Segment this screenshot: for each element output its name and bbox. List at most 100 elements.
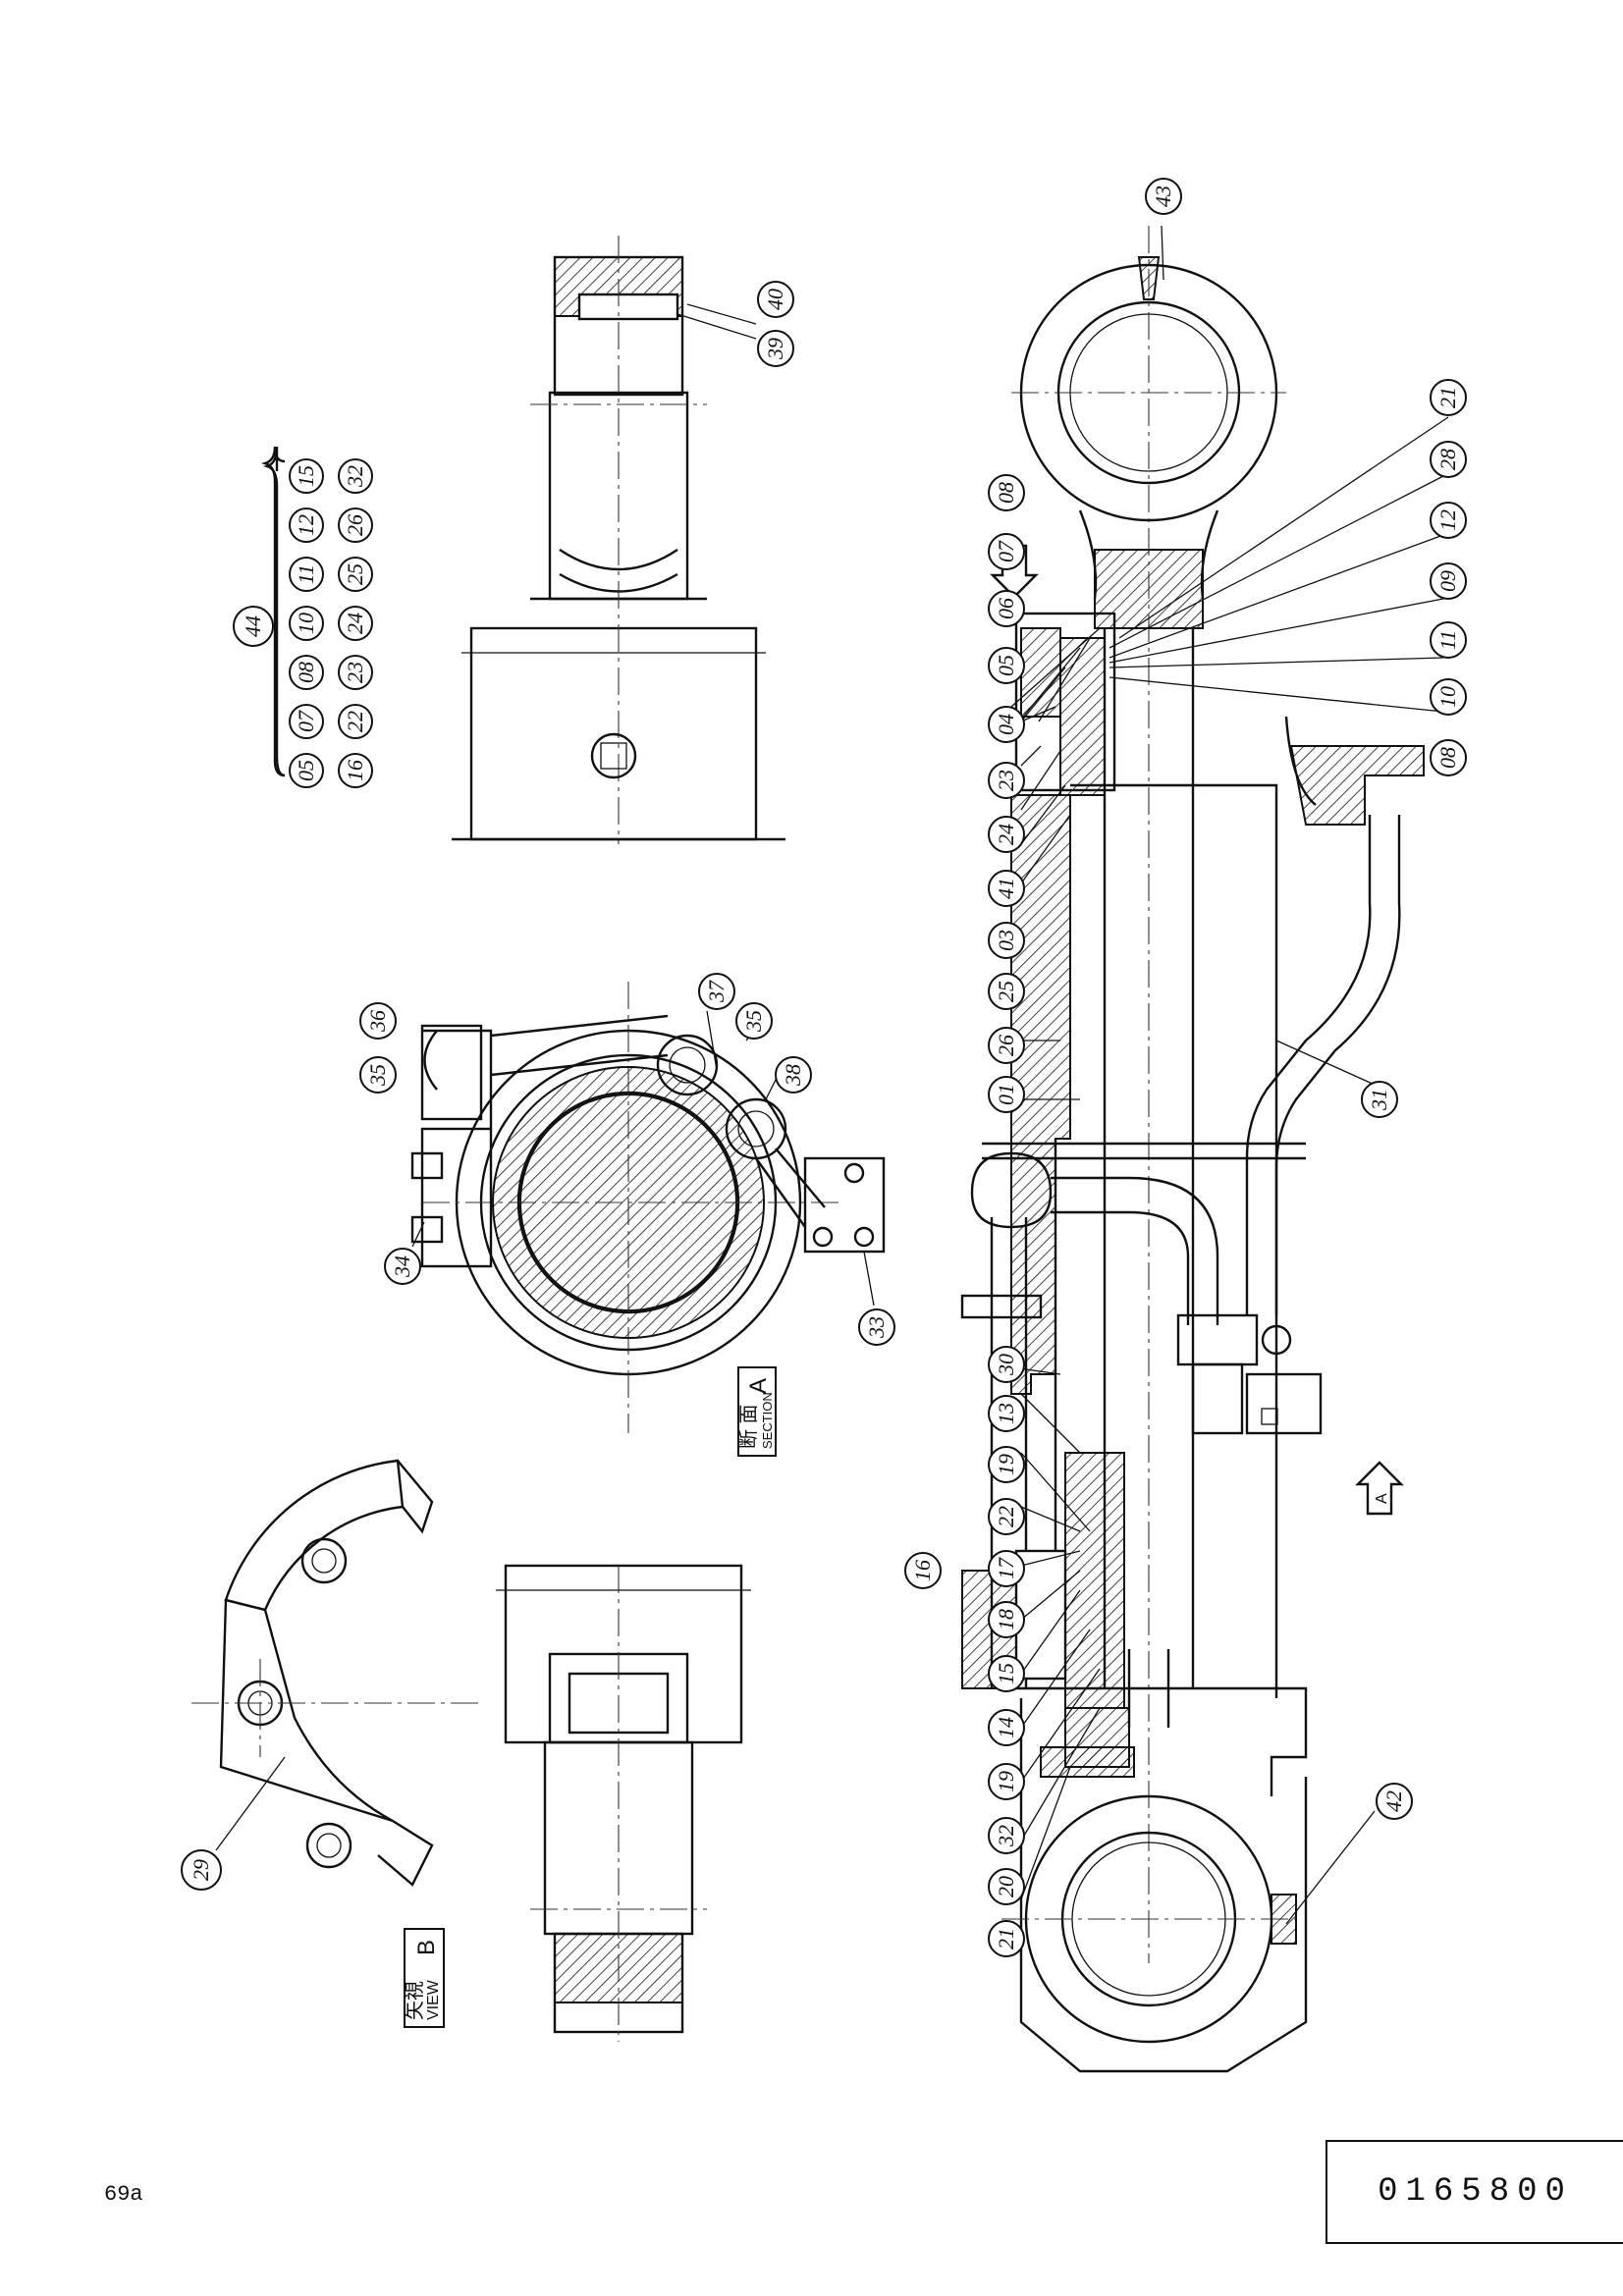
svg-text:19: 19	[994, 1771, 1018, 1792]
callout-21-top: 21	[1430, 379, 1467, 416]
callout-15: 15	[988, 1655, 1025, 1692]
svg-text:15: 15	[294, 465, 318, 487]
callout-04: 04	[988, 706, 1025, 743]
callout-17: 17	[988, 1550, 1025, 1587]
svg-text:34: 34	[390, 1255, 414, 1278]
svg-text:42: 42	[1381, 1790, 1406, 1812]
section-a-view	[410, 982, 886, 1433]
svg-text:07: 07	[294, 710, 318, 732]
view-b-caption: 矢視 VIEW B	[404, 1928, 445, 2028]
svg-text:30: 30	[994, 1354, 1018, 1376]
callout-21: 21	[988, 1920, 1025, 1957]
svg-text:22: 22	[343, 711, 367, 732]
svg-text:41: 41	[994, 878, 1018, 899]
callout-11: 11	[1430, 621, 1467, 659]
callout-19: 19	[988, 1446, 1025, 1483]
view-b-top	[452, 236, 785, 844]
svg-text:11: 11	[294, 564, 318, 584]
callout-03: 03	[988, 922, 1025, 959]
callout-07: 07	[988, 533, 1025, 570]
svg-text:13: 13	[994, 1403, 1018, 1424]
callout-24: 24	[988, 816, 1025, 853]
callout-18: 18	[988, 1601, 1025, 1638]
svg-text:40: 40	[763, 289, 787, 310]
page-reference: 69a	[104, 2182, 143, 2207]
svg-text:39: 39	[763, 338, 787, 360]
svg-text:26: 26	[343, 514, 367, 536]
svg-text:08: 08	[994, 482, 1018, 504]
svg-text:19: 19	[994, 1454, 1018, 1475]
svg-text:35: 35	[365, 1064, 390, 1087]
section-a-caption: 断 面 SECTION A	[737, 1366, 777, 1457]
svg-text:B: B	[413, 1940, 440, 1955]
svg-text:06: 06	[994, 598, 1018, 619]
svg-text:11: 11	[1435, 630, 1460, 650]
svg-text:07: 07	[994, 540, 1018, 562]
svg-text:VIEW: VIEW	[425, 1979, 442, 2020]
callout-40: 40	[757, 281, 794, 318]
callout-28: 28	[1430, 441, 1467, 478]
svg-text:08: 08	[294, 662, 318, 683]
callout-29: 29	[181, 1849, 222, 1891]
callout-01-label: 01	[988, 1076, 1025, 1113]
callout-37: 37	[698, 973, 735, 1010]
svg-text:12: 12	[1435, 509, 1460, 531]
callout-08: 08	[988, 474, 1025, 511]
callout-23: 23	[988, 762, 1025, 799]
callout-32: 32	[988, 1817, 1025, 1854]
svg-text:21: 21	[994, 1928, 1018, 1949]
svg-text:14: 14	[994, 1717, 1018, 1738]
svg-text:29: 29	[189, 1859, 213, 1881]
svg-text:44: 44	[241, 615, 265, 637]
kit-row-1: 05 07 08 10 11 12 15	[289, 458, 324, 788]
svg-text:24: 24	[343, 613, 367, 634]
view-b-bottom	[496, 1564, 751, 2042]
leader-lines	[215, 225, 1449, 1925]
svg-text:25: 25	[994, 981, 1018, 1002]
svg-text:10: 10	[1435, 686, 1460, 708]
callout-35-left: 35	[359, 1056, 397, 1094]
callout-05: 05	[988, 647, 1025, 684]
svg-text:17: 17	[994, 1557, 1018, 1579]
callout-33: 33	[858, 1308, 895, 1346]
callout-12: 12	[1430, 502, 1467, 539]
callout-10-top: 10	[1430, 678, 1467, 716]
svg-text:37: 37	[704, 980, 729, 1003]
svg-text:A: A	[745, 1378, 772, 1394]
callouts-main-bottom: 30 13 19 22 17 18 15 14 19 32 20 21 42 1…	[904, 1346, 1413, 1957]
svg-text:25: 25	[343, 563, 367, 585]
svg-text:09: 09	[1435, 570, 1460, 592]
callout-26: 26	[988, 1027, 1025, 1064]
callouts-main-top: 43 21 28 12 09 11 10 08	[1145, 178, 1467, 776]
svg-text:01: 01	[994, 1084, 1018, 1105]
document-number: 0165800	[1378, 2173, 1573, 2211]
callout-41: 41	[988, 870, 1025, 907]
callout-38: 38	[775, 1056, 812, 1094]
svg-text:A: A	[1374, 1493, 1390, 1504]
svg-text:04: 04	[994, 714, 1018, 735]
callout-43: 43	[1145, 178, 1182, 215]
svg-text:05: 05	[294, 760, 318, 781]
callout-30: 30	[988, 1346, 1025, 1383]
callout-08-top: 08	[1430, 739, 1467, 776]
svg-text:20: 20	[994, 1876, 1018, 1897]
callout-25: 25	[988, 973, 1025, 1010]
svg-text:08: 08	[1435, 747, 1460, 769]
svg-text:12: 12	[294, 514, 318, 536]
main-cylinder-view	[960, 226, 1425, 2073]
document-number-box: 0165800	[1325, 2140, 1623, 2244]
svg-text:16: 16	[343, 760, 367, 781]
svg-text:22: 22	[994, 1506, 1018, 1527]
callouts-section-a: 34 35 36 37 35 38 33	[359, 973, 895, 1346]
callout-09: 09	[1430, 562, 1467, 600]
callout-20: 20	[988, 1868, 1025, 1905]
callout-42: 42	[1376, 1783, 1413, 1820]
svg-text:SECTION: SECTION	[760, 1392, 775, 1449]
callout-36: 36	[359, 1002, 397, 1040]
callout-35-right: 35	[735, 1002, 773, 1040]
svg-text:38: 38	[781, 1064, 805, 1087]
svg-text:断 面: 断 面	[737, 1404, 760, 1449]
svg-text:23: 23	[994, 770, 1018, 791]
callout-16-group: 16	[904, 1552, 942, 1589]
